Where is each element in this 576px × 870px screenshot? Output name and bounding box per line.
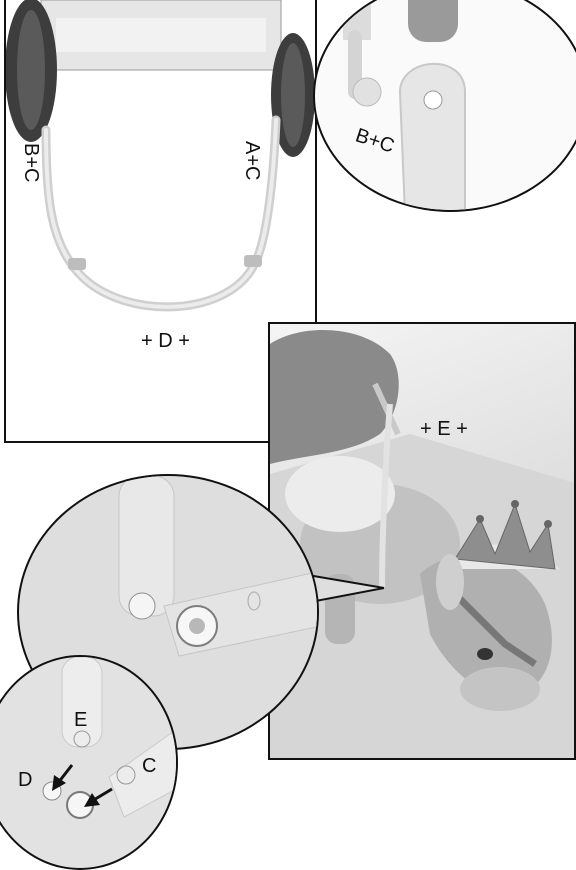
crown-jewel-3 [544,520,552,528]
strap-e [62,657,102,747]
rivet-large-center [189,618,205,634]
zoom-top-illustration [315,0,576,212]
crown-jewel-2 [511,500,519,508]
connector-peg [353,78,381,106]
right-disc-inner [281,43,305,147]
unicorn-ear [436,554,464,610]
unicorn-leg [325,574,355,644]
label-right-strap: A+C [240,141,263,180]
roller-highlight [56,18,266,52]
label-hole-c: C [142,755,156,778]
label-bottom-strap: + D + [141,330,190,353]
label-photo: + E + [420,418,468,441]
strap-hole [424,91,442,109]
strap-joint-right [244,255,262,267]
strap-joint-left [68,258,86,270]
label-left-strap: B+C [19,143,42,182]
zoom-circle-bottom: E D C [0,655,178,870]
unicorn-eye [477,648,493,660]
disc-edge [408,0,458,42]
crown-jewel-1 [476,515,484,523]
rivet-small [129,593,155,619]
zoom-circle-top: B+C [313,0,576,212]
unicorn-muzzle [460,667,540,711]
strap-hole-plate [400,64,465,212]
label-hole-e: E [74,709,87,732]
label-hole-d: D [18,769,32,792]
left-disc-inner [17,10,45,130]
